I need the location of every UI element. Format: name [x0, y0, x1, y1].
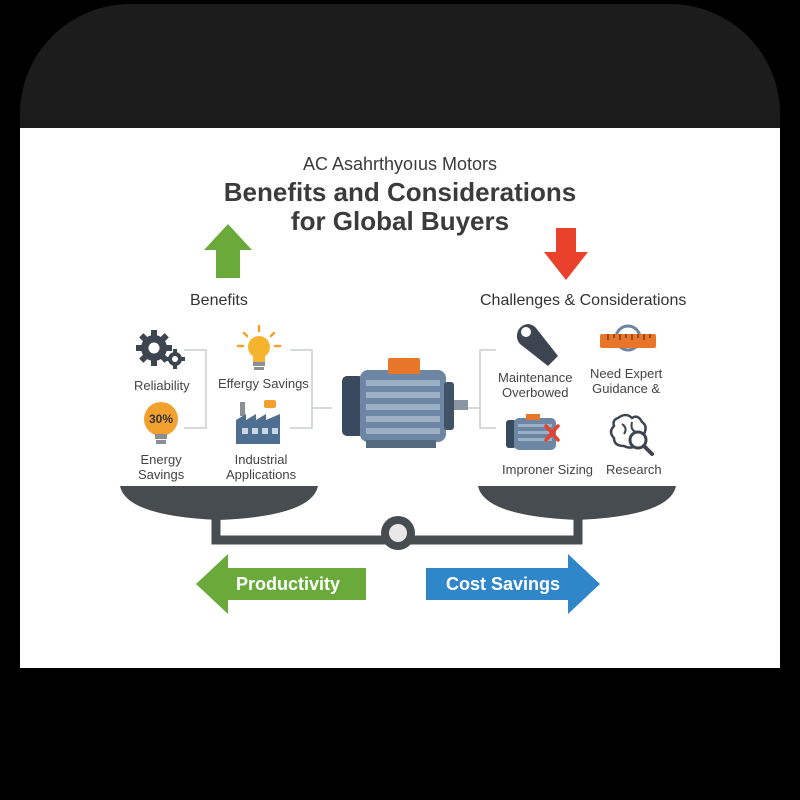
infographic-panel: AC Asahrthyoıus Motors Benefits and Cons…: [20, 128, 780, 668]
maintenance-line-1: Maintenance: [498, 370, 573, 385]
challenges-down-arrow-icon: [544, 228, 588, 280]
energy-badge-icon: 30%: [144, 402, 178, 436]
infographic-subtitle: AC Asahrthyoıus Motors: [302, 154, 498, 174]
benefit-label-industrial-applications: Industrial Applications: [226, 452, 296, 482]
challenge-label-improper-sizing: Improner Sizing: [502, 462, 594, 477]
expert-line-1: Need Expert: [590, 366, 663, 381]
scale-diagram: [120, 224, 676, 614]
benefit-label-effergy-savings: Effergy Savings: [218, 376, 309, 391]
infographic-title: Benefits and Considerations for Global B…: [20, 178, 780, 236]
benefit-label-reliability: Reliability: [134, 378, 190, 393]
challenges-heading: Challenges & Considerations: [480, 292, 687, 309]
challenge-label-research: Research: [606, 462, 662, 477]
gears-icon: [136, 330, 185, 369]
energy-badge-value: 30%: [148, 412, 174, 426]
maintenance-line-2: Overbowed: [501, 385, 569, 400]
benefits-up-arrow-icon: [204, 224, 252, 278]
benefit-label-energy-savings: Energy Savings: [138, 452, 184, 482]
energy-savings-line-1: Energy: [140, 452, 182, 467]
challenges-scale-pan: [478, 486, 676, 520]
connector-lines: [184, 349, 496, 429]
expert-line-2: Guidance &: [592, 381, 661, 396]
title-line-2: for Global Buyers: [290, 206, 510, 236]
cost-savings-arrow: [426, 554, 600, 614]
brain-magnifier-icon: [609, 413, 654, 456]
productivity-arrow: [196, 554, 366, 614]
benefits-heading: Benefits: [190, 292, 248, 309]
ac-motor-icon: [342, 358, 468, 448]
productivity-label: Productivity: [236, 574, 341, 594]
cost-savings-label: Cost Savings: [446, 574, 561, 594]
benefits-scale-pan: [120, 486, 318, 520]
challenge-label-maintenance: Maintenance Overbowed: [498, 370, 572, 400]
energy-savings-line-2: Savings: [138, 467, 185, 482]
challenge-label-expert-guidance: Need Expert Guidance &: [590, 366, 662, 396]
motor-x-icon: [506, 414, 560, 450]
energy-badge-base-icon: [155, 434, 167, 444]
industrial-line-2: Applications: [226, 467, 297, 482]
industrial-line-1: Industrial: [234, 452, 288, 467]
wrench-icon: [516, 324, 558, 366]
device-frame-bottom: [0, 668, 800, 800]
title-line-1: Benefits and Considerations: [223, 177, 577, 207]
factory-icon: [236, 400, 280, 444]
gauge-icon: [600, 324, 656, 352]
lightbulb-icon: [236, 324, 282, 370]
